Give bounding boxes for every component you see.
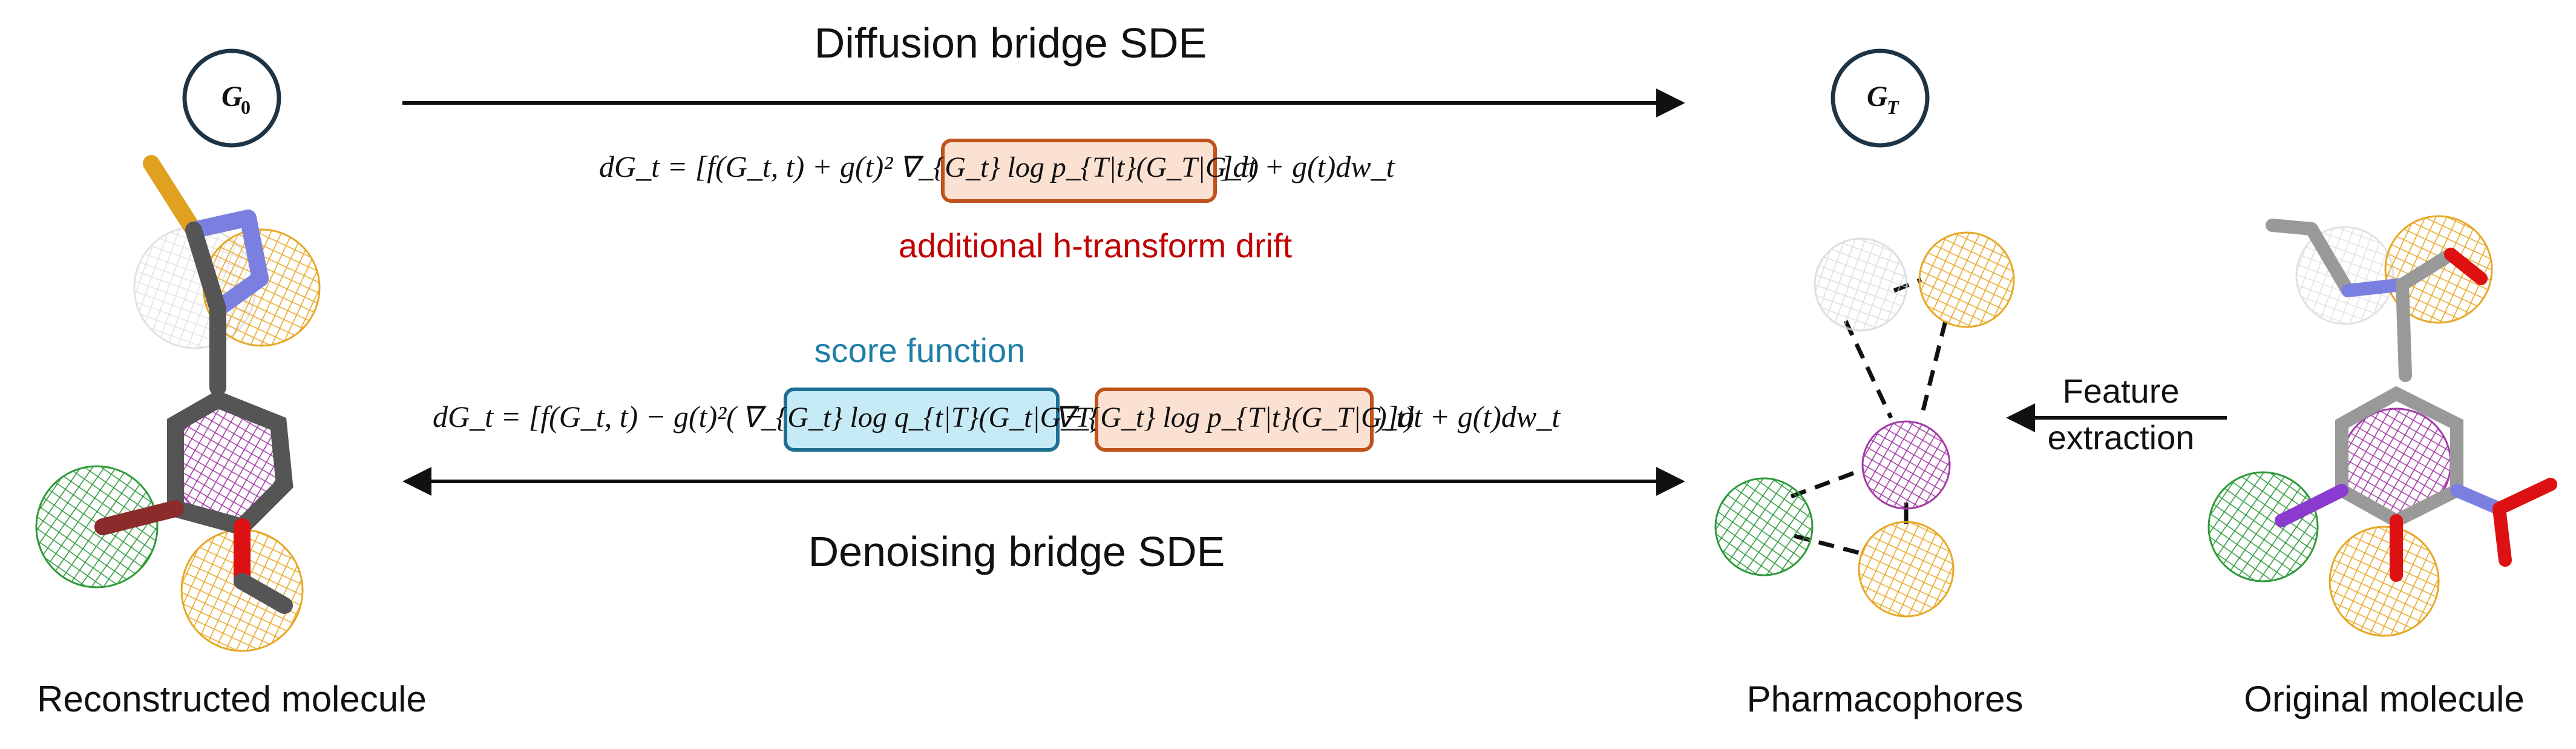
backward-arrow-label: Denoising bridge SDE (808, 528, 1225, 575)
molecule-bonds (2266, 219, 2557, 582)
hydrophobic-sphere (1714, 477, 1814, 576)
molecule-bonds (94, 155, 293, 614)
backward-equation-rhs: )]dt + g(t)dw_t (1375, 400, 1561, 434)
acceptor-sphere (1918, 231, 2015, 328)
node-gt-subscript: T (1887, 96, 1899, 118)
h-transform-box-backward (1095, 388, 1374, 452)
forward-equation: dG_t = [f(G_t, t) + g(t)² ∇_{G_t} log p_… (599, 139, 1395, 203)
aromatic-sphere (1861, 420, 1951, 510)
score-box (784, 388, 1060, 452)
caption-reconstructed: Reconstructed molecule (37, 679, 427, 719)
forward-equation-lhs: dG_t = [f(G_t, t) + g(t)² (599, 150, 893, 183)
node-gt: G T (1830, 48, 1930, 148)
h-transform-box (941, 139, 1217, 203)
h-transform-note: additional h-transform drift (899, 226, 1293, 265)
acceptor-sphere (2329, 526, 2440, 637)
original-molecule (2207, 215, 2557, 637)
hydrophobic-sphere (2207, 471, 2319, 582)
pharmacophores (1714, 231, 2015, 618)
forward-h-transform-term: ∇_{G_t} log p_{T|t}(G_T|G_t) (899, 151, 1259, 183)
forward-arrow-label: Diffusion bridge SDE (814, 19, 1207, 67)
node-g0-label: G (221, 81, 243, 113)
node-g0-subscript: 0 (241, 96, 251, 118)
node-gt-label: G (1867, 81, 1888, 113)
backward-score-term: ∇_{G_t} log q_{t|T}(G_t|G_T) (742, 401, 1101, 434)
backward-equation-lhs: dG_t = [f(G_t, t) − g(t)²( (433, 400, 738, 434)
donor-sphere (1814, 237, 1908, 332)
reconstructed-molecule (35, 155, 321, 652)
feature-extraction-label-2: extraction (2048, 418, 2195, 457)
score-function-note: score function (814, 331, 1026, 369)
backward-equation: dG_t = [f(G_t, t) − g(t)²( ∇_{G_t} log q… (433, 388, 1561, 452)
caption-pharmacophores: Pharmacophores (1747, 679, 2024, 719)
acceptor-sphere (1858, 521, 1955, 618)
feature-extraction-label-1: Feature (2063, 372, 2180, 410)
node-g0: G 0 (182, 48, 281, 148)
backward-minus-sign: − (1066, 400, 1083, 434)
forward-equation-rhs: ]dt + g(t)dw_t (1220, 150, 1395, 183)
backward-h-transform-term: ∇_{G_t} log p_{T|t}(G_T|G_t) (1055, 401, 1414, 434)
caption-original: Original molecule (2244, 679, 2525, 719)
